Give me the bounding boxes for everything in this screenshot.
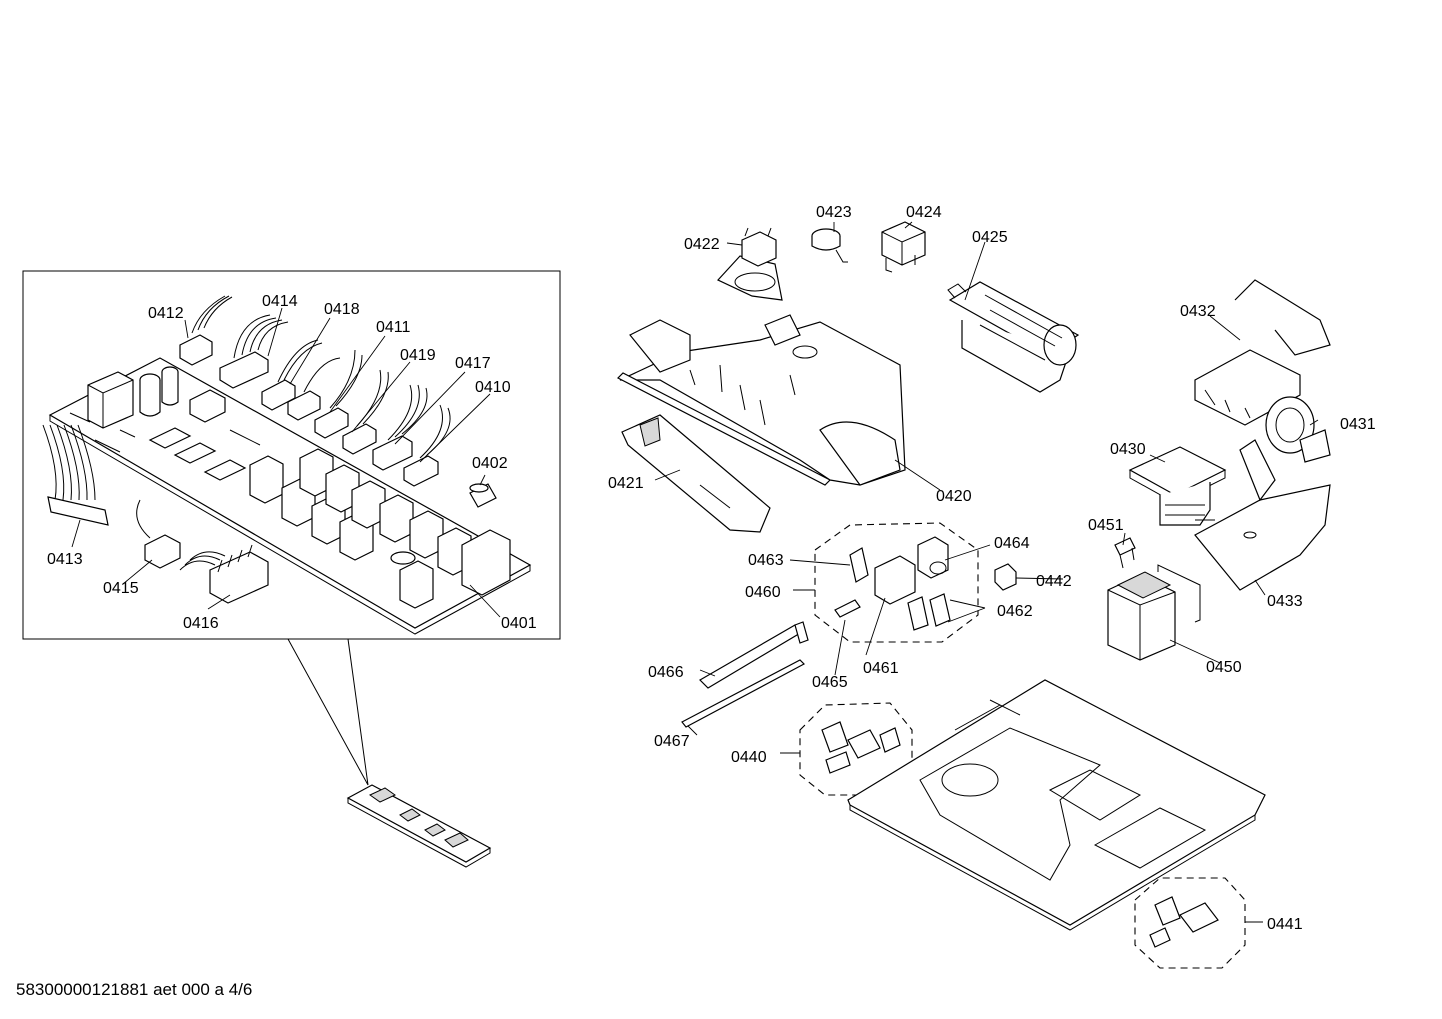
small-transformer-part[interactable] — [881, 221, 926, 273]
door-switch-part[interactable] — [994, 563, 1017, 591]
door-rod-parts[interactable] — [681, 621, 809, 728]
label-0418: 0418 — [324, 301, 360, 318]
label-0425: 0425 — [972, 229, 1008, 246]
label-0465: 0465 — [812, 674, 848, 691]
cooling-fan-housing-part[interactable] — [1194, 279, 1331, 426]
wire-harness-parts[interactable] — [42, 295, 451, 604]
label-0450: 0450 — [1206, 659, 1242, 676]
label-0461: 0461 — [863, 660, 899, 677]
tangential-fan-part[interactable] — [947, 281, 1080, 393]
document-code: 58300000121881 aet 000 a 4/6 — [16, 980, 253, 999]
label-0422: 0422 — [684, 236, 720, 253]
air-duct-housing-part[interactable] — [616, 314, 906, 486]
switch-group-0440-part[interactable] — [799, 702, 913, 796]
label-0410: 0410 — [475, 379, 511, 396]
base-plate-part[interactable] — [847, 679, 1266, 931]
label-0467: 0467 — [654, 733, 690, 750]
inverter-board-part[interactable] — [1128, 446, 1227, 526]
switch-group-0441-part[interactable] — [1134, 877, 1246, 969]
label-0462: 0462 — [997, 603, 1033, 620]
label-0432: 0432 — [1180, 303, 1216, 320]
label-0416: 0416 — [183, 615, 219, 632]
label-0415: 0415 — [103, 580, 139, 597]
small-control-board — [346, 784, 492, 868]
fan-motor-part[interactable] — [717, 227, 783, 301]
label-0451: 0451 — [1088, 517, 1124, 534]
label-0460: 0460 — [745, 584, 781, 601]
label-0412: 0412 — [148, 305, 184, 322]
label-0442: 0442 — [1036, 573, 1072, 590]
label-0402: 0402 — [472, 455, 508, 472]
high-voltage-transformer-part[interactable] — [1107, 564, 1201, 661]
label-0424: 0424 — [906, 204, 942, 221]
label-0413: 0413 — [47, 551, 83, 568]
label-0419: 0419 — [400, 347, 436, 364]
round-sensor-part[interactable] — [811, 228, 848, 263]
label-0423: 0423 — [816, 204, 852, 221]
label-0420: 0420 — [936, 488, 972, 505]
label-0440: 0440 — [731, 749, 767, 766]
fuse-part[interactable] — [469, 483, 497, 508]
label-0401: 0401 — [501, 615, 537, 632]
label-0417: 0417 — [455, 355, 491, 372]
label-0463: 0463 — [748, 552, 784, 569]
duct-channel-part[interactable] — [621, 414, 771, 533]
inset-frame — [22, 270, 561, 640]
label-0421: 0421 — [608, 475, 644, 492]
label-0414: 0414 — [262, 293, 298, 310]
label-0431: 0431 — [1340, 416, 1376, 433]
detail-inset: 0412 0414 0418 0411 0419 0417 0410 0402 … — [22, 270, 561, 786]
fan-duct-housing-part[interactable] — [1194, 439, 1331, 591]
label-0441: 0441 — [1267, 916, 1303, 933]
label-0466: 0466 — [648, 664, 684, 681]
label-0430: 0430 — [1110, 441, 1146, 458]
label-0411: 0411 — [376, 319, 411, 336]
label-0433: 0433 — [1267, 593, 1303, 610]
bracket-part[interactable] — [1114, 537, 1136, 569]
blower-wheel-part[interactable] — [1265, 396, 1331, 463]
label-0464: 0464 — [994, 535, 1030, 552]
control-board-part[interactable] — [48, 357, 532, 635]
switch-group-part[interactable] — [814, 522, 979, 643]
inset-callout-lines — [287, 638, 369, 786]
